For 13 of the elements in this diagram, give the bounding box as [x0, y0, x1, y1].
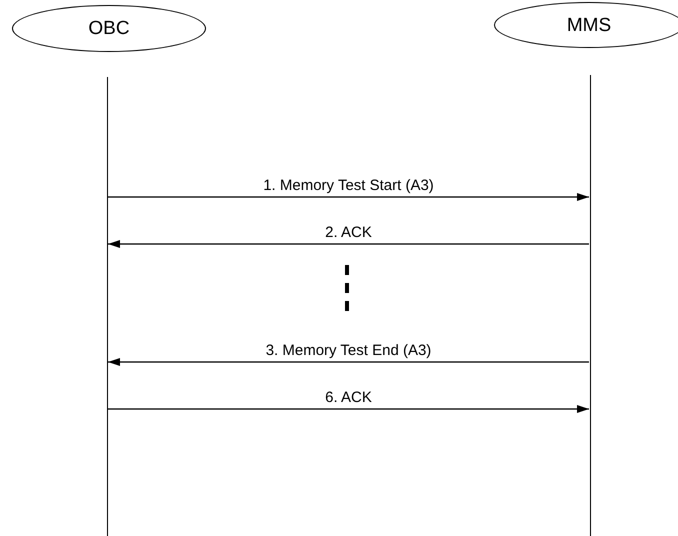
lifeline	[590, 75, 591, 536]
message-arrow	[108, 193, 589, 201]
participant-ellipse	[494, 2, 678, 48]
message-arrow	[108, 358, 589, 366]
message-label: 2. ACK	[323, 225, 374, 240]
message-arrow	[108, 240, 589, 248]
participant-name: OBC	[88, 19, 130, 38]
message-arrow	[108, 405, 589, 413]
lifeline	[106, 77, 108, 536]
message-label: 3. Memory Test End (A3)	[264, 343, 434, 358]
participant-name: MMS	[566, 16, 612, 34]
message-label: 6. ACK	[323, 390, 374, 405]
message-label: 1. Memory Test Start (A3)	[261, 178, 436, 193]
